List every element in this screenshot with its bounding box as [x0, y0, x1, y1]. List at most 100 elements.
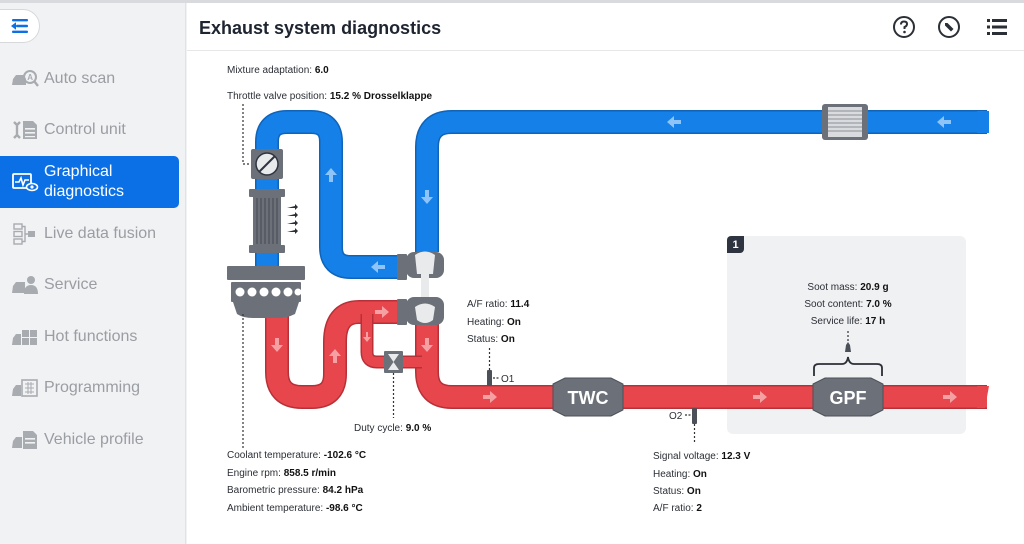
o2-heating-readout: Heating: On — [653, 469, 707, 481]
sidebar-item-auto-scan[interactable]: A Auto scan — [0, 53, 186, 105]
programming-icon — [10, 377, 40, 399]
sidebar-item-hot-functions[interactable]: Hot functions — [0, 311, 186, 363]
intake-pipe — [255, 110, 987, 279]
engine-rpm-readout: Engine rpm: 858.5 r/min — [227, 468, 336, 480]
throttle-position-readout: Throttle valve position: 15.2 % Drosselk… — [227, 91, 432, 103]
sidebar: A Auto scan Control unit Graphical diagn… — [0, 3, 186, 544]
sidebar-item-label: Service — [44, 276, 98, 294]
graphical-diagnostics-icon — [10, 171, 40, 193]
readout-label: A/F ratio: — [467, 299, 508, 310]
main-panel: Exhaust system diagnostics 1 — [187, 3, 1024, 544]
sidebar-item-programming[interactable]: Programming — [0, 363, 186, 415]
gpf-service-life-readout: Service life: 17 h — [811, 316, 885, 328]
exhaust-flow-arrows — [271, 306, 957, 403]
readout-value: -102.6 °C — [323, 450, 367, 461]
auto-scan-icon: A — [10, 68, 40, 90]
wrench-icon — [938, 16, 960, 38]
gpf-filter[interactable]: GPF — [812, 330, 884, 417]
top-border — [0, 0, 1024, 3]
help-icon — [893, 16, 915, 38]
menu-button[interactable] — [984, 14, 1010, 40]
back-menu-icon — [11, 19, 28, 33]
arrow-down-icon — [421, 338, 433, 352]
readout-label: Status: — [653, 486, 685, 497]
readout-value: 7.0 % — [866, 299, 892, 310]
menu-list-icon — [987, 19, 1007, 35]
sidebar-nav: A Auto scan Control unit Graphical diagn… — [0, 53, 186, 466]
readout-value: 12.3 V — [721, 451, 751, 462]
page-header: Exhaust system diagnostics — [187, 3, 1024, 51]
sidebar-item-vehicle-profile[interactable]: Vehicle profile — [0, 414, 186, 466]
readout-value: 858.5 r/min — [283, 468, 336, 479]
readout-label: Status: — [467, 334, 499, 345]
svg-text:A: A — [27, 73, 33, 82]
twc-catalyst[interactable]: TWC — [552, 377, 624, 417]
control-unit-icon — [10, 119, 40, 141]
engine-block[interactable] — [227, 266, 305, 318]
back-button[interactable] — [0, 9, 40, 43]
sidebar-item-label: Hot functions — [44, 327, 138, 345]
readout-label: Soot content: — [804, 299, 864, 310]
readout-value: 11.4 — [510, 299, 530, 310]
readout-label: Heating: — [653, 469, 691, 480]
sidebar-item-graphical-diagnostics[interactable]: Graphical diagnostics — [0, 156, 179, 208]
readout-label: Duty cycle: — [354, 423, 403, 434]
readout-value: 20.9 g — [860, 282, 889, 293]
arrow-right-icon — [375, 306, 389, 318]
readout-label: Coolant temperature: — [227, 450, 321, 461]
sidebar-item-control-unit[interactable]: Control unit — [0, 105, 186, 157]
o1-label: O1 — [501, 374, 515, 385]
arrow-down-icon — [421, 190, 433, 204]
readout-label: Ambient temperature: — [227, 503, 324, 514]
turbocharger[interactable] — [397, 251, 444, 326]
intake-inlet — [977, 111, 989, 133]
exhaust-pipe — [265, 300, 987, 409]
readout-label: Barometric pressure: — [227, 485, 320, 496]
coolant-temperature-readout: Coolant temperature: -102.6 °C — [227, 450, 366, 462]
arrow-right-icon — [753, 391, 767, 403]
arrow-left-icon — [667, 116, 681, 128]
intercooler[interactable] — [249, 189, 298, 253]
readout-value: 6.0 — [314, 65, 329, 76]
readout-label: Service life: — [810, 316, 863, 327]
arrow-left-icon — [371, 261, 385, 273]
sidebar-item-label: Control unit — [44, 121, 126, 139]
o1-sensor[interactable]: O1 — [487, 348, 515, 386]
throttle-valve[interactable] — [251, 149, 283, 179]
readout-label: Throttle valve position: — [227, 91, 328, 102]
sidebar-item-live-data-fusion[interactable]: Live data fusion — [0, 208, 186, 260]
readout-value: -98.6 °C — [325, 503, 363, 514]
barometric-pressure-readout: Barometric pressure: 84.2 hPa — [227, 485, 363, 497]
sidebar-item-service[interactable]: Service — [0, 260, 186, 312]
wastegate-valve[interactable] — [384, 351, 403, 373]
readout-value: On — [686, 486, 701, 497]
sidebar-item-label: Auto scan — [44, 69, 116, 87]
o1-heating-readout: Heating: On — [467, 317, 521, 329]
readout-label: Engine rpm: — [227, 468, 281, 479]
o2-label: O2 — [669, 411, 683, 422]
mixture-adaptation-readout: Mixture adaptation: 6.0 — [227, 65, 329, 77]
exhaust-diagram: 1 — [187, 52, 1024, 544]
readout-value: On — [500, 334, 515, 345]
vehicle-profile-icon — [10, 429, 40, 451]
air-filter[interactable] — [822, 104, 868, 140]
page-title: Exhaust system diagnostics — [199, 18, 442, 38]
readout-value: 15.2 % Drosselklappe — [329, 91, 433, 102]
twc-label: TWC — [568, 388, 609, 408]
help-button[interactable] — [891, 14, 917, 40]
o1-af-ratio-readout: A/F ratio: 11.4 — [467, 299, 529, 311]
o2-status-readout: Status: On — [653, 486, 701, 498]
o2-sensor[interactable]: O2 — [669, 408, 697, 444]
exhaust-outlet — [977, 386, 989, 408]
gpf-badge: 1 — [727, 236, 744, 253]
readout-value: 84.2 hPa — [322, 485, 364, 496]
sidebar-item-label: Programming — [44, 379, 141, 397]
arrow-down-icon — [271, 338, 283, 352]
gpf-label: GPF — [829, 388, 866, 408]
arrow-right-icon — [943, 391, 957, 403]
readout-value: On — [507, 317, 521, 328]
arrow-up-icon — [325, 168, 337, 182]
arrow-left-icon — [937, 116, 951, 128]
tools-button[interactable] — [936, 14, 962, 40]
ambient-temperature-readout: Ambient temperature: -98.6 °C — [227, 503, 363, 515]
